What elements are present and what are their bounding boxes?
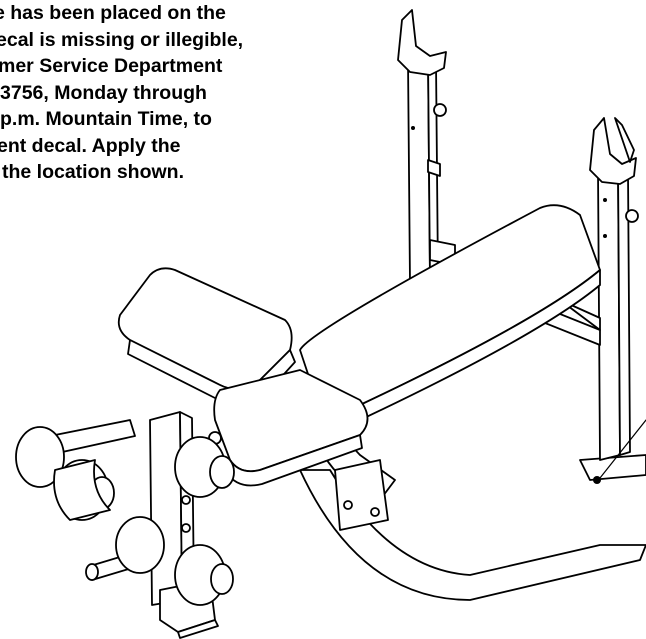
notice-line: the location shown. bbox=[2, 161, 185, 183]
notice-line: mer Service Department bbox=[0, 55, 223, 77]
notice-line: 3756, Monday through bbox=[0, 81, 207, 104]
base-frame bbox=[299, 454, 646, 601]
notice-line: ent decal. Apply the bbox=[0, 134, 181, 157]
back-pad bbox=[213, 369, 369, 487]
seat-pad bbox=[299, 204, 601, 425]
decal-notice: e has been placed on the ecal is missing… bbox=[0, 0, 420, 186]
upper-rollers bbox=[15, 419, 235, 521]
right-upright bbox=[589, 117, 639, 461]
notice-line: p.m. Mountain Time, to bbox=[0, 108, 212, 130]
notice-line: e has been placed on the bbox=[0, 2, 226, 24]
notice-line: ecal is missing or illegible, bbox=[0, 28, 244, 51]
lower-rollers bbox=[85, 516, 234, 606]
left-upright bbox=[397, 9, 456, 285]
decal-pointer bbox=[593, 419, 646, 484]
